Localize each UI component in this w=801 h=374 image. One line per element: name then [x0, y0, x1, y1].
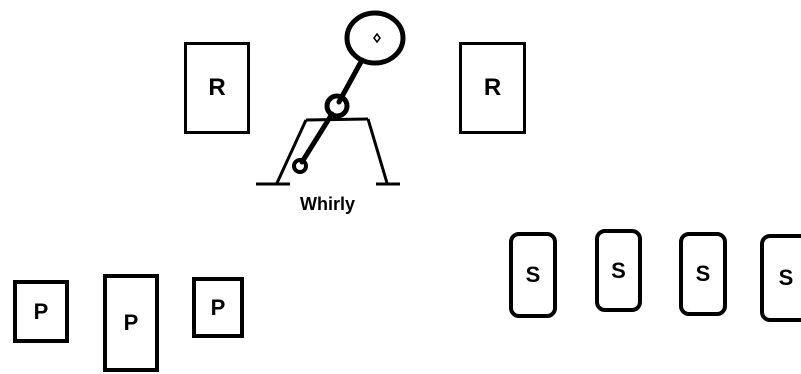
p-box: P [192, 277, 244, 338]
s-box-label: S [525, 262, 541, 287]
r-box-label: R [208, 74, 226, 101]
s-box: S [509, 232, 557, 318]
whirly-lower-arm [299, 111, 335, 165]
r-box: R [184, 42, 250, 134]
whirly-top-circle [344, 10, 406, 66]
whirly-stand-top [305, 117, 369, 122]
s-box: S [760, 234, 801, 322]
whirly-stand-right-leg [366, 118, 389, 184]
whirly-end-circle [292, 158, 308, 174]
s-box: S [679, 232, 727, 316]
r-box: R [459, 42, 526, 134]
whirly-diamond [373, 32, 381, 44]
s-box-label: S [778, 265, 794, 290]
r-box-label: R [483, 74, 502, 101]
p-box-label: P [123, 310, 139, 335]
s-box: S [595, 229, 642, 312]
s-box-label: S [611, 257, 626, 283]
p-box-label: P [33, 298, 49, 324]
whirly-label: Whirly [300, 194, 356, 214]
p-box-label: P [210, 294, 226, 320]
s-box-label: S [695, 261, 711, 286]
whirly-pivot [324, 93, 350, 119]
p-box: P [13, 280, 69, 343]
p-box: P [103, 274, 159, 372]
whirly-stand-left-leg [275, 119, 308, 184]
